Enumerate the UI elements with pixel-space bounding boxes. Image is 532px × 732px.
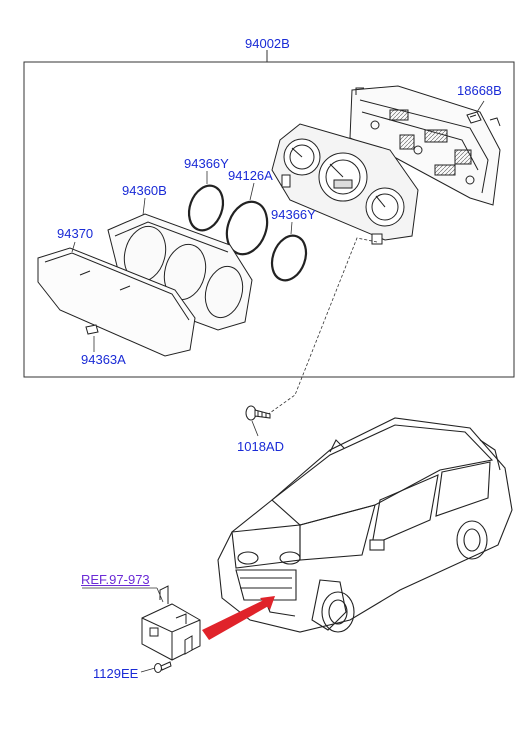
sensor-module-icon xyxy=(141,585,201,661)
ring-middle-icon xyxy=(225,200,269,256)
highlight-arrow-tip xyxy=(260,596,275,610)
label-lens-94370[interactable]: 94370 xyxy=(57,226,94,241)
cluster-face-leader xyxy=(249,182,255,201)
bulb-icon xyxy=(466,111,482,124)
label-ring-94366y-top[interactable]: 94366Y xyxy=(184,156,229,171)
bolt-icon xyxy=(154,661,172,673)
ring-top-icon xyxy=(187,184,225,232)
label-reference-97-973[interactable]: REF.97-973 xyxy=(81,572,150,587)
label-ring-94366y-right[interactable]: 94366Y xyxy=(271,207,316,222)
screw-dashed-leader xyxy=(266,237,378,416)
lens-leader xyxy=(71,241,76,253)
housing-leader xyxy=(142,197,146,216)
bolt-leader xyxy=(140,667,156,673)
highlight-arrow xyxy=(202,598,272,640)
label-cluster-face-94126a[interactable]: 94126A xyxy=(228,168,273,183)
reference-leader-drop xyxy=(156,587,164,603)
lens-icon xyxy=(37,247,196,357)
screw-leader xyxy=(251,420,259,437)
assembly-frame xyxy=(23,61,515,378)
clip-icon xyxy=(85,324,99,335)
back-cover-icon xyxy=(349,85,501,206)
screw-icon xyxy=(245,405,271,421)
vehicle-icon xyxy=(217,417,513,633)
label-assembly-94002b[interactable]: 94002B xyxy=(245,36,290,51)
ring-right-leader xyxy=(290,221,293,235)
label-bolt-1129ee[interactable]: 1129EE xyxy=(93,666,139,681)
gauge-face-icon xyxy=(271,123,419,245)
ring-right-icon xyxy=(270,234,308,282)
bulb-leader xyxy=(476,100,485,113)
label-bulb-18668b[interactable]: 18668B xyxy=(457,83,502,98)
label-housing-94360b[interactable]: 94360B xyxy=(122,183,167,198)
label-screw-1018ad[interactable]: 1018AD xyxy=(237,439,284,454)
label-clip-94363a[interactable]: 94363A xyxy=(81,352,126,367)
